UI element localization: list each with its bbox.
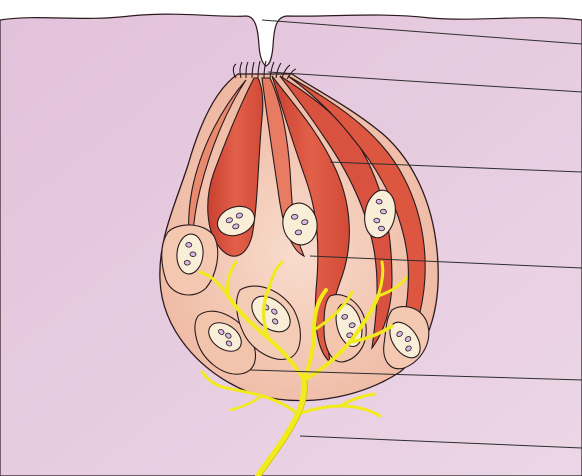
taste-bud-diagram [0, 0, 582, 476]
